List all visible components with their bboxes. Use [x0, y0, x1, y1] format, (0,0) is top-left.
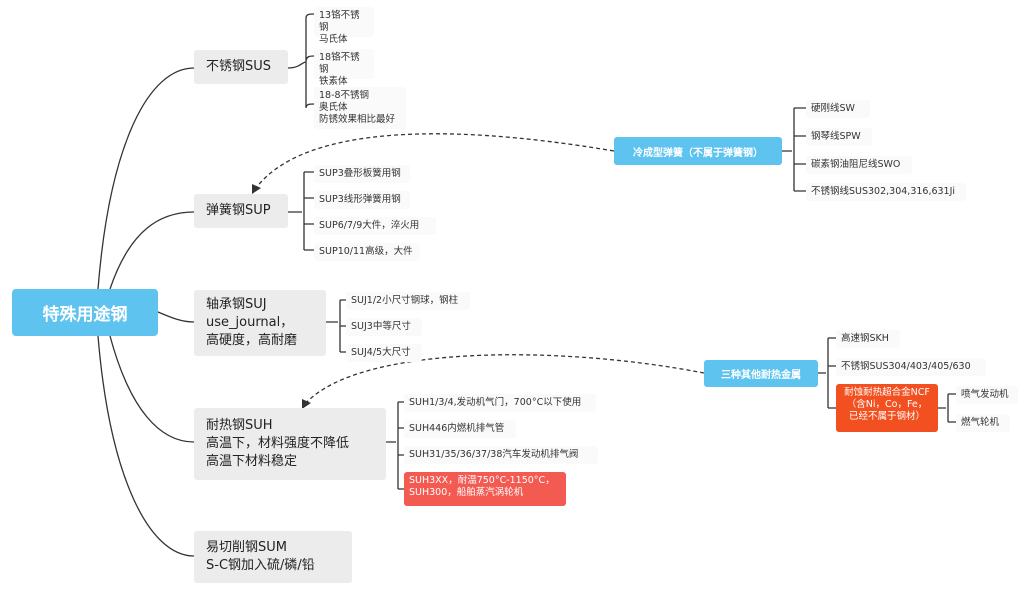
link-root-sup — [109, 211, 195, 290]
branch-sus[interactable]: 不锈钢SUS — [194, 50, 288, 84]
sus-item-3[interactable]: 18-8不锈钢 奥氏体 防锈效果相比最好 — [314, 87, 406, 129]
arrowhead-sup — [252, 184, 261, 194]
link-spring-to-sup — [255, 133, 615, 189]
link-heat-to-suh — [305, 354, 705, 404]
spring-item-3[interactable]: 碳素钢油阻尼线SWO — [806, 156, 912, 174]
sup-item-4[interactable]: SUP10/11高级，大件 — [314, 243, 420, 261]
link-suj-items — [326, 299, 346, 353]
alloy-sub-2[interactable]: 燃气轮机 — [956, 414, 1010, 432]
link-root-suh — [109, 335, 195, 443]
link-root-sum — [97, 335, 195, 557]
link-root-sus — [97, 67, 195, 290]
suh-item-3[interactable]: SUH31/35/36/37/38汽车发动机排气阀 — [404, 446, 598, 464]
heat-item-3-alloy[interactable]: 耐蚀耐热超合金NCF （含Ni，Co，Fe， 已经不属于钢材） — [836, 384, 938, 432]
link-sup-items — [288, 171, 314, 251]
branch-suh[interactable]: 耐热钢SUH 高温下，材料强度不降低 高温下材料稳定 — [194, 408, 386, 480]
sus-item-1[interactable]: 13铬不锈钢 马氏体 — [314, 7, 374, 45]
sup-item-2[interactable]: SUP3线形弹簧用钢 — [314, 191, 410, 209]
link-root-suj — [157, 311, 195, 323]
branch-sum[interactable]: 易切削钢SUM S-C钢加入硫/磷/铅 — [194, 531, 352, 583]
spring-item-2[interactable]: 钢琴线SPW — [806, 128, 872, 146]
link-heat-items — [818, 337, 836, 409]
heat-item-1[interactable]: 高速钢SKH — [836, 330, 900, 348]
arrowhead-suh — [302, 399, 311, 409]
suj-item-3[interactable]: SUJ4/5大尺寸 — [346, 344, 422, 362]
sup-item-3[interactable]: SUP6/7/9大件，淬火用 — [314, 217, 436, 235]
suj-item-1[interactable]: SUJ1/2小尺寸钢球，钢柱 — [346, 292, 470, 310]
suh-item-4-highlight[interactable]: SUH3XX，耐温750°C-1150°C， SUH300，船舶蒸汽涡轮机 — [404, 472, 566, 506]
sus-item-2[interactable]: 18铬不锈钢 铁素体 — [314, 49, 374, 87]
float-cold-spring[interactable]: 冷成型弹簧（不属于弹簧钢） — [614, 137, 782, 165]
link-spring-items — [782, 107, 806, 192]
suh-item-1[interactable]: SUH1/3/4,发动机气门，700°C以下使用 — [404, 394, 596, 412]
link-sus-items — [287, 13, 315, 109]
suj-item-2[interactable]: SUJ3中等尺寸 — [346, 318, 422, 336]
suh-item-2[interactable]: SUH446内燃机排气管 — [404, 420, 516, 438]
root-node[interactable]: 特殊用途钢 — [12, 289, 158, 336]
float-heat-metals[interactable]: 三种其他耐热金属 — [704, 360, 818, 387]
sup-item-1[interactable]: SUP3叠形板簧用钢 — [314, 165, 410, 183]
link-suh-items — [386, 401, 404, 490]
heat-item-2[interactable]: 不锈钢SUS304/403/405/630 — [836, 358, 986, 376]
branch-suj[interactable]: 轴承钢SUJ use_journal， 高硬度，高耐磨 — [194, 290, 326, 356]
link-ncf-items — [938, 393, 956, 423]
alloy-sub-1[interactable]: 喷气发动机 — [956, 386, 1018, 404]
branch-sup[interactable]: 弹簧钢SUP — [194, 194, 288, 228]
spring-item-4[interactable]: 不锈钢线SUS302,304,316,631Ji — [806, 183, 966, 201]
spring-item-1[interactable]: 硬刚线SW — [806, 100, 870, 118]
